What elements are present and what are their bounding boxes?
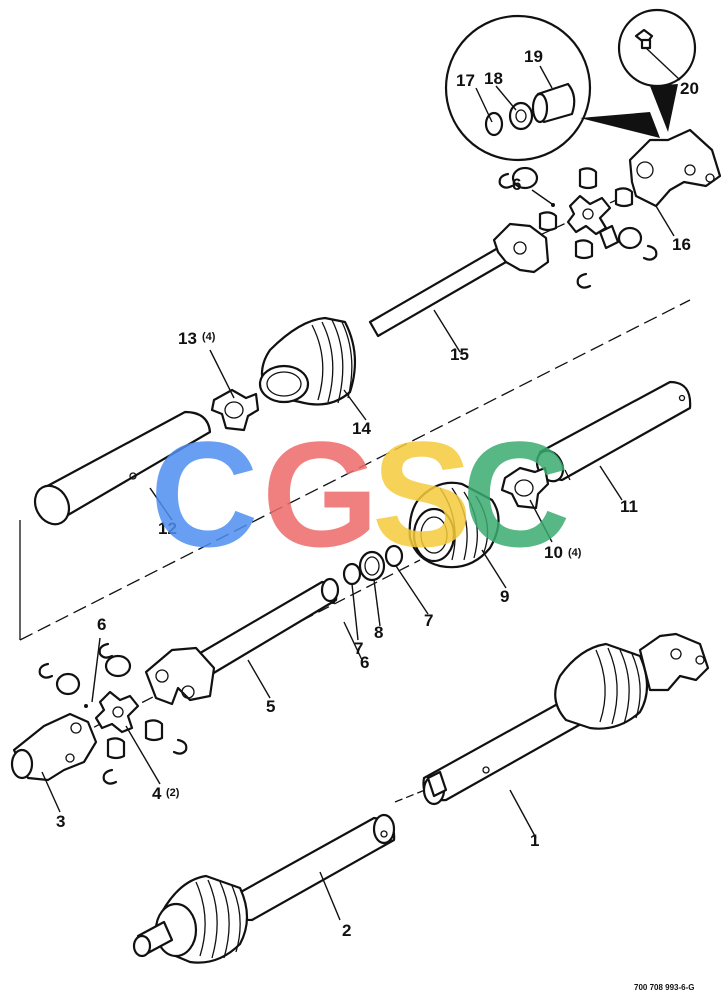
part-12-upper-guard-tube bbox=[33, 410, 212, 526]
callout-7-left: 7 bbox=[354, 639, 363, 658]
callout-12: 12 bbox=[158, 519, 177, 538]
part-5-inner-tube-with-yoke bbox=[144, 577, 340, 706]
part-10-lower-bearing-ring bbox=[500, 466, 550, 510]
callout-5: 5 bbox=[266, 697, 275, 716]
callout-4-quantity: (2) bbox=[166, 787, 180, 799]
part-4-lower-universal-joint-cross bbox=[94, 690, 164, 760]
part-2-shaft-assembly-lower-half bbox=[132, 813, 396, 964]
callout-10-quantity: (4) bbox=[568, 547, 582, 559]
cgsc-watermark: C G S C bbox=[150, 410, 570, 578]
callout-17: 17 bbox=[456, 71, 475, 90]
callout-14: 14 bbox=[352, 419, 371, 438]
callout-9: 9 bbox=[500, 587, 509, 606]
part-13-upper-bearing-ring bbox=[210, 388, 260, 432]
callout-8: 8 bbox=[374, 623, 383, 642]
callout-labels: 1 2 3 4 (2) 5 6 6 6 7 7 8 9 10 (4) 11 12… bbox=[56, 47, 699, 940]
callout-15: 15 bbox=[450, 345, 469, 364]
callout-11: 11 bbox=[620, 497, 638, 516]
part-3-lower-yoke bbox=[10, 712, 98, 782]
callout-1: 1 bbox=[530, 831, 539, 850]
callout-10: 10 bbox=[544, 543, 563, 562]
part-9-lower-shield-cone bbox=[408, 481, 500, 569]
callout-6-upper: 6 bbox=[512, 175, 521, 194]
upper-universal-joint-cross bbox=[538, 167, 634, 260]
part-15-yoke-end bbox=[492, 222, 550, 274]
callout-2: 2 bbox=[342, 921, 351, 940]
leader-lines bbox=[41, 47, 681, 921]
callout-3: 3 bbox=[56, 812, 65, 831]
part-8-ring bbox=[358, 550, 386, 582]
detail-bubble-grease-fitting bbox=[617, 8, 697, 132]
watermark-letter-c2: C bbox=[462, 410, 570, 578]
callout-16: 16 bbox=[672, 235, 691, 254]
part-16-upper-yoke bbox=[628, 128, 722, 208]
drawing-number: 700 708 993-6-G bbox=[634, 983, 695, 992]
lower-bearing-cups bbox=[38, 642, 188, 785]
callout-6-middle: 6 bbox=[360, 653, 369, 672]
part-1-shaft-assembly-upper-half bbox=[422, 632, 710, 806]
detail-bubble-bearing-set bbox=[444, 14, 660, 162]
callout-20: 20 bbox=[680, 79, 699, 98]
watermark-letter-s: S bbox=[372, 410, 472, 578]
part-15-inner-shaft bbox=[368, 246, 508, 338]
callout-18: 18 bbox=[484, 69, 503, 88]
callout-13: 13 bbox=[178, 329, 197, 348]
watermark-letter-c1: C bbox=[150, 410, 258, 578]
callout-19: 19 bbox=[524, 47, 543, 66]
part-14-upper-shield-cone bbox=[258, 316, 357, 406]
callout-7-right: 7 bbox=[424, 611, 433, 630]
callout-4: 4 bbox=[152, 784, 162, 803]
upper-bearing-cups bbox=[498, 166, 658, 289]
callout-13-quantity: (4) bbox=[202, 331, 216, 343]
part-7-ring-right bbox=[384, 544, 404, 568]
watermark-letter-g: G bbox=[262, 410, 379, 578]
callout-6-lower: 6 bbox=[97, 615, 106, 634]
